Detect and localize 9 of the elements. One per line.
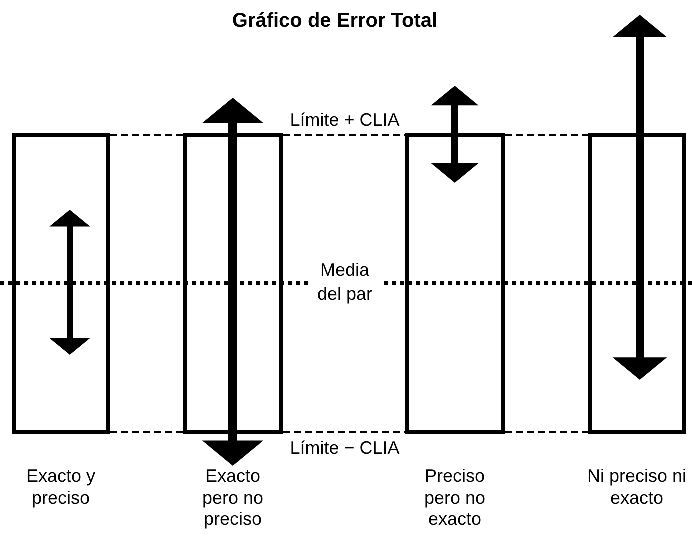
node-label: Preciso pero no exacto: [423, 466, 487, 531]
box-shape: [588, 133, 686, 434]
node-label: Exacto y preciso: [25, 466, 97, 510]
node-label: Ni preciso ni exacto: [587, 466, 687, 510]
node-label: Exacto pero no preciso: [201, 466, 265, 531]
box-shape: [183, 133, 283, 434]
title: Gráfico de Error Total: [231, 10, 439, 33]
box-shape: [405, 133, 505, 434]
box-shape: [12, 133, 110, 434]
